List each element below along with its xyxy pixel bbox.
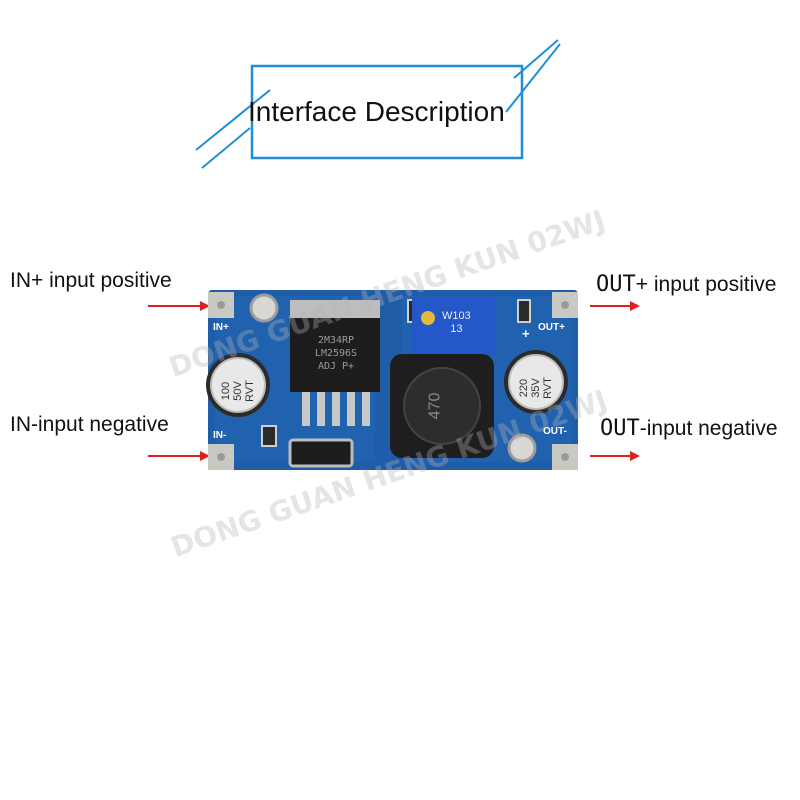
trimmer-line: W103 <box>442 310 471 322</box>
label-in-pos: IN+ input positive <box>10 269 172 292</box>
mounting-hole <box>249 293 279 323</box>
label-out-neg: OUT-input negative <box>600 416 778 441</box>
input-capacitor-marking: 100 50V RVT <box>220 367 256 415</box>
output-capacitor-marking: 220 35V RVT <box>518 364 554 412</box>
mounting-hole <box>507 433 537 463</box>
regulator-pins <box>302 392 370 426</box>
regulator-pin <box>332 392 340 426</box>
cap-line: 220 <box>518 378 530 398</box>
pad-hole <box>561 453 569 461</box>
label-out-pos-text: + input positive <box>635 273 777 296</box>
chip-marking: 2M34RP LM2596S ADJ P+ <box>296 334 376 373</box>
chip-line: LM2596S <box>314 348 358 359</box>
label-in-neg: IN-input negative <box>10 413 169 436</box>
polarity-mark: + <box>522 326 530 341</box>
pad-label-out-neg: OUT- <box>543 426 567 437</box>
page-title: Interface Description <box>248 96 505 127</box>
arrow-out-neg-head <box>630 451 640 461</box>
pad-hole <box>217 453 225 461</box>
regulator-pin <box>362 392 370 426</box>
cap-line: RVT <box>244 380 256 402</box>
arrow-in-pos-head <box>200 301 210 311</box>
label-out-pos: OUT+ input positive <box>596 272 776 297</box>
trimmer-potentiometer <box>412 298 496 356</box>
inductor-marking: 470 <box>426 392 444 420</box>
arrow-in-neg-head <box>200 451 210 461</box>
regulator-pin <box>347 392 355 426</box>
chip-line: ADJ P+ <box>317 361 355 372</box>
cap-line: 50V <box>232 381 244 401</box>
cap-line: RVT <box>542 377 554 399</box>
chip-line: 2M34RP <box>317 335 355 346</box>
cap-line: 35V <box>530 378 542 398</box>
smd-capacitor <box>261 425 277 447</box>
inductor-core <box>403 367 481 445</box>
arrow-out-pos-head <box>630 301 640 311</box>
pad-label-out-pos: OUT+ <box>538 322 565 333</box>
pad-hole <box>561 301 569 309</box>
label-out-neg-text: -input negative <box>639 417 778 440</box>
title-frame <box>195 39 561 169</box>
arrows <box>148 301 640 461</box>
trimmer-marking: W103 13 <box>442 310 471 336</box>
title-slash <box>195 89 271 151</box>
title-slash <box>513 39 559 79</box>
regulator-pin <box>302 392 310 426</box>
label-out-neg-prefix: OUT <box>600 416 640 441</box>
output-capacitor-top <box>508 354 564 410</box>
pad-hole <box>217 301 225 309</box>
diode <box>288 438 354 468</box>
trimmer-screw <box>421 311 435 325</box>
input-capacitor-top <box>210 357 266 413</box>
title-box <box>250 64 524 160</box>
title-slash <box>201 127 251 169</box>
pcb-board <box>206 290 578 470</box>
pad-label-in-neg: IN- <box>213 430 227 441</box>
cap-line: 100 <box>220 381 232 401</box>
trimmer-line: 13 <box>450 323 463 335</box>
regulator-chip <box>290 318 380 392</box>
smd-resistor <box>517 299 531 323</box>
title-slash <box>505 43 561 113</box>
regulator-pin <box>317 392 325 426</box>
pad-label-in-pos: IN+ <box>213 322 229 333</box>
label-out-pos-prefix: OUT <box>596 272 636 297</box>
